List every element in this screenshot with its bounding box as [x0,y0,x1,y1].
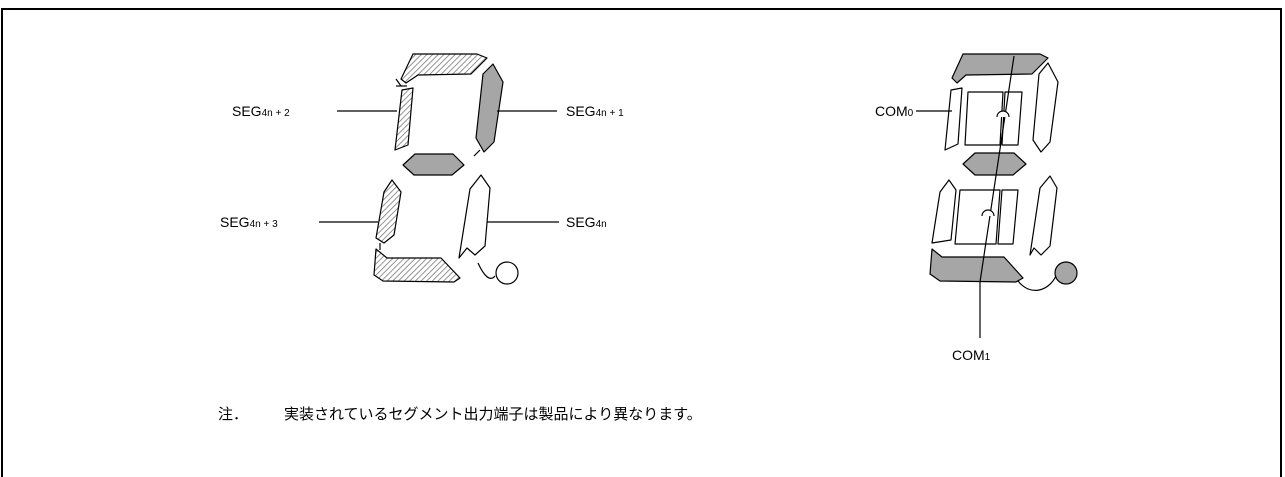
frame-border [1,8,1282,477]
segment-lower-inner-right [997,189,1019,245]
segment-a-hatched [400,53,488,84]
label-seg-4n: SEG4n [566,214,607,230]
label-com1: COM1 [952,347,991,363]
label-seg-4n-plus-3: SEG4n + 3 [220,214,278,230]
left-leader-lines [319,110,559,223]
label-seg-4n-plus-2: SEG4n + 2 [232,103,290,119]
crossover-arc [996,110,1010,118]
segment-f-hatched [394,87,414,151]
segment-b-filled [475,63,504,153]
segment-d-filled [929,248,1024,283]
label-com0: COM0 [875,103,914,119]
decimal-point-lead [1017,275,1057,291]
footnote: 注． 実装されているセグメント出力端子は製品により異なります。 [218,403,702,424]
crossover-arc [981,209,995,217]
segment-f-outline [944,87,963,151]
segment-g-filled [402,153,465,176]
segment-g-filled [962,152,1027,176]
segment-e-outline [931,179,957,244]
connector-line [395,78,402,87]
footnote-mark: 注． [218,405,249,423]
right-leader-lines [916,110,981,338]
footnote-text: 実装されているセグメント出力端子は製品により異なります。 [284,405,702,423]
segment-d-hatched [373,248,461,283]
com-bus-line [979,55,1015,283]
right-seven-segment-digit [929,53,1078,291]
segment-upper-inner-left [964,91,1004,146]
label-seg-4n-plus-1: SEG4n + 1 [566,103,624,119]
segment-a-filled [951,53,1049,84]
left-seven-segment-digit [373,53,519,285]
decimal-point-filled [1054,261,1078,285]
segment-e-hatched [375,179,402,244]
decimal-point-lead [477,262,496,279]
segment-c-outline [1029,175,1058,256]
segment-lower-inner-left [954,189,1001,245]
decimal-point-outline [495,261,519,285]
segment-c-outline [458,174,491,259]
connector-line [473,149,481,157]
segment-b-outline [1032,62,1059,153]
